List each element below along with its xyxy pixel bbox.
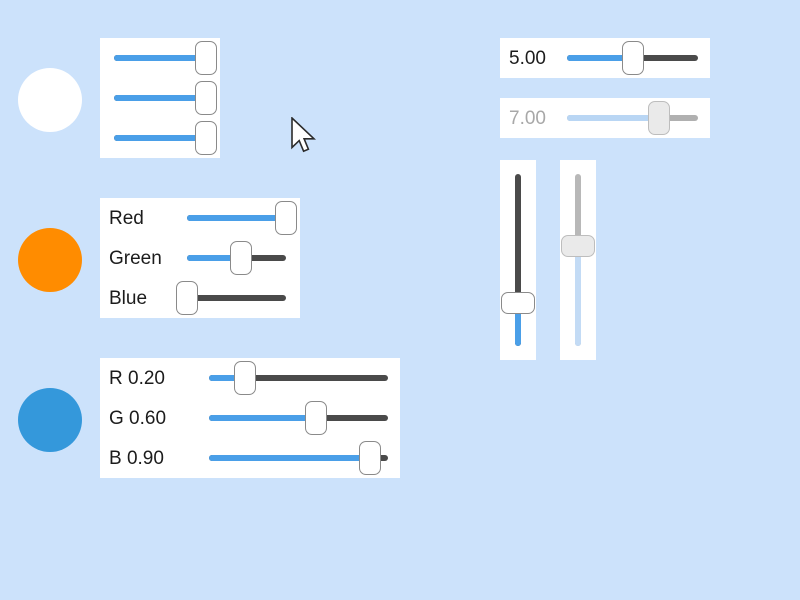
slider-handle[interactable]: [233, 361, 256, 395]
slider-label-green: Green: [109, 247, 162, 269]
slider-fill: [114, 135, 206, 141]
slider-plain-red[interactable]: [114, 38, 217, 78]
slider-handle[interactable]: [195, 81, 217, 115]
slider-row-plain-red[interactable]: [100, 38, 220, 78]
slider-green[interactable]: [187, 238, 286, 278]
slider-row-value-5[interactable]: 5.00: [500, 38, 710, 78]
slider-handle[interactable]: [305, 401, 328, 435]
slider-row-value-7: 7.00: [500, 98, 710, 138]
slider-fill: [187, 215, 286, 221]
slider-track: [515, 174, 521, 346]
slider-blue[interactable]: [176, 278, 286, 318]
slider-fill: [209, 455, 371, 461]
slider-row-plain-blue[interactable]: [100, 118, 220, 158]
vertical-slider-card-disabled: [560, 160, 596, 360]
white-swatch: [18, 68, 82, 132]
slider-plain-green[interactable]: [114, 78, 217, 118]
mouse-pointer-icon: [291, 117, 317, 153]
slider-fill: [515, 303, 521, 346]
slider-track: [209, 375, 388, 381]
slider-row-g-value[interactable]: G 0.60: [100, 398, 400, 438]
slider-handle[interactable]: [230, 241, 253, 275]
slider-fill: [209, 415, 317, 421]
slider-handle[interactable]: [275, 201, 297, 235]
vertical-slider-enabled[interactable]: [501, 174, 535, 346]
slider-g-value[interactable]: [209, 398, 388, 438]
slider-handle[interactable]: [359, 441, 382, 475]
slider-value-5[interactable]: [567, 38, 698, 78]
slider-handle[interactable]: [195, 121, 217, 155]
slider-row-b-value[interactable]: B 0.90: [100, 438, 400, 478]
vertical-slider-disabled: [561, 174, 595, 346]
slider-label-g-value: G 0.60: [109, 407, 167, 429]
slider-b-value[interactable]: [209, 438, 388, 478]
orange-swatch: [18, 228, 82, 292]
slider-handle: [647, 101, 670, 135]
slider-row-r-value[interactable]: R 0.20: [100, 358, 400, 398]
blue-swatch: [18, 388, 82, 452]
slider-red[interactable]: [187, 198, 297, 238]
slider-label-value-5: 5.00: [509, 47, 546, 69]
vertical-slider-card-enabled[interactable]: [500, 160, 536, 360]
slider-fill: [567, 115, 659, 121]
slider-handle[interactable]: [195, 41, 217, 75]
slider-track: [187, 295, 286, 301]
slider-row-blue[interactable]: Blue: [100, 278, 300, 318]
slider-handle[interactable]: [176, 281, 198, 315]
slider-plain-blue[interactable]: [114, 118, 217, 158]
slider-handle: [561, 235, 595, 258]
slider-fill: [114, 55, 206, 61]
slider-label-value-7: 7.00: [509, 107, 546, 129]
slider-label-blue: Blue: [109, 287, 148, 309]
slider-row-green[interactable]: Green: [100, 238, 300, 278]
slider-row-plain-green[interactable]: [100, 78, 220, 118]
slider-handle[interactable]: [501, 292, 535, 314]
slider-r-value[interactable]: [209, 358, 388, 398]
slider-handle[interactable]: [621, 41, 644, 75]
slider-value-7: [567, 98, 698, 138]
slider-label-r-value: R 0.20: [109, 367, 165, 389]
slider-fill: [187, 255, 242, 261]
slider-label-b-value: B 0.90: [109, 447, 164, 469]
slider-label-red: Red: [109, 207, 144, 229]
slider-fill: [567, 55, 633, 61]
slider-fill: [209, 375, 245, 381]
slider-fill: [114, 95, 206, 101]
slider-row-red[interactable]: Red: [100, 198, 300, 238]
slider-fill: [575, 246, 581, 346]
